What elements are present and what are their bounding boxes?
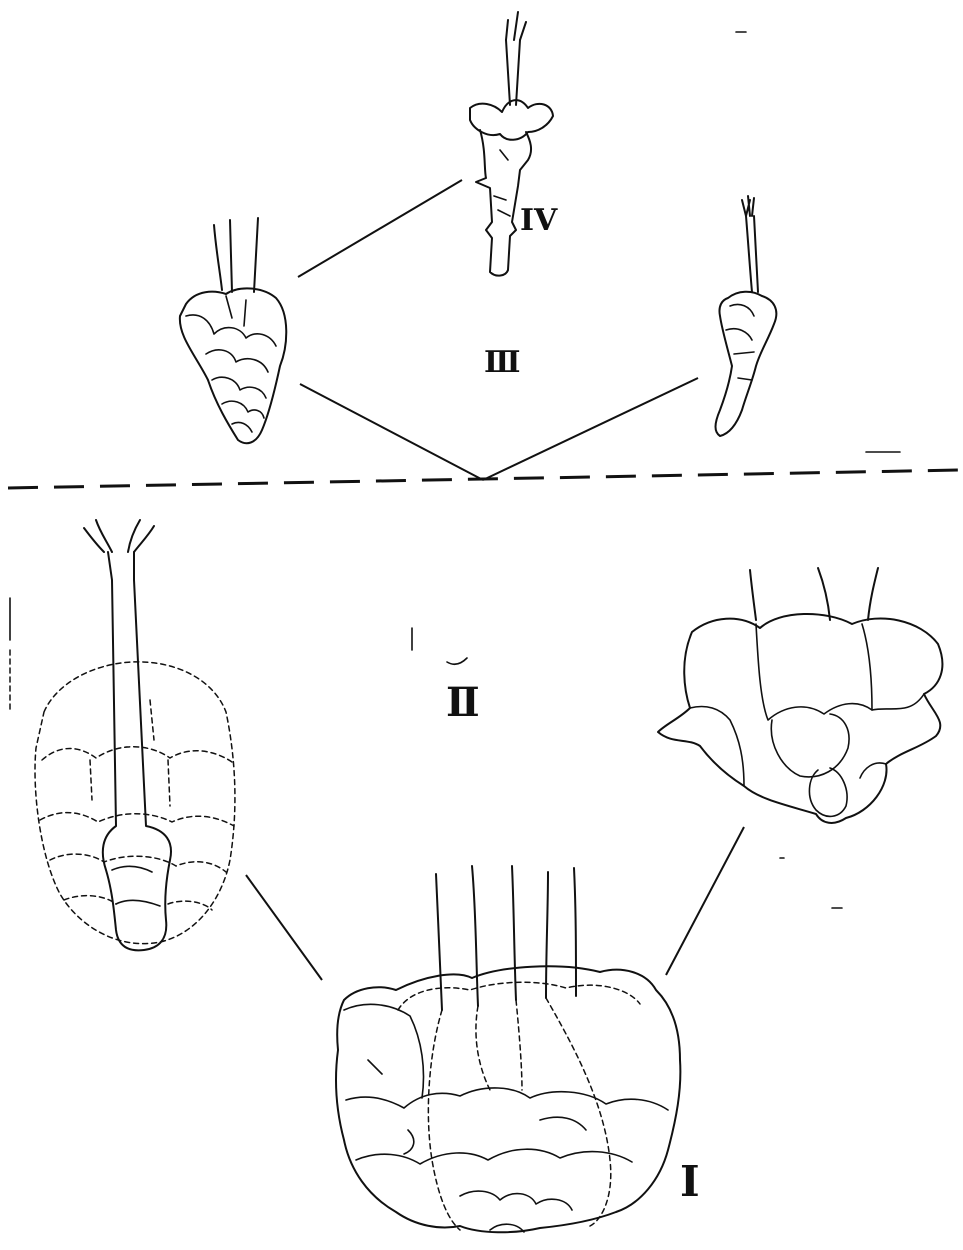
connector-line bbox=[298, 180, 462, 277]
connector-line bbox=[246, 875, 322, 980]
label-iii: Ⅲ bbox=[484, 345, 521, 380]
label-ii: Ⅱ bbox=[446, 679, 480, 726]
bud-cluster-figure-iii-left bbox=[180, 218, 286, 443]
flower-figure-iii-right bbox=[716, 196, 777, 436]
flower-head-figure-i bbox=[336, 866, 680, 1232]
label-i: I bbox=[680, 1157, 700, 1206]
connector-line bbox=[483, 378, 698, 480]
label-iv: IV bbox=[520, 203, 558, 238]
pistil-figure-ii-left bbox=[35, 520, 235, 950]
bract-cluster-figure-ii-right bbox=[658, 568, 942, 823]
connector-line bbox=[300, 384, 483, 480]
connector-line bbox=[666, 827, 744, 975]
stray-mark bbox=[447, 658, 467, 664]
